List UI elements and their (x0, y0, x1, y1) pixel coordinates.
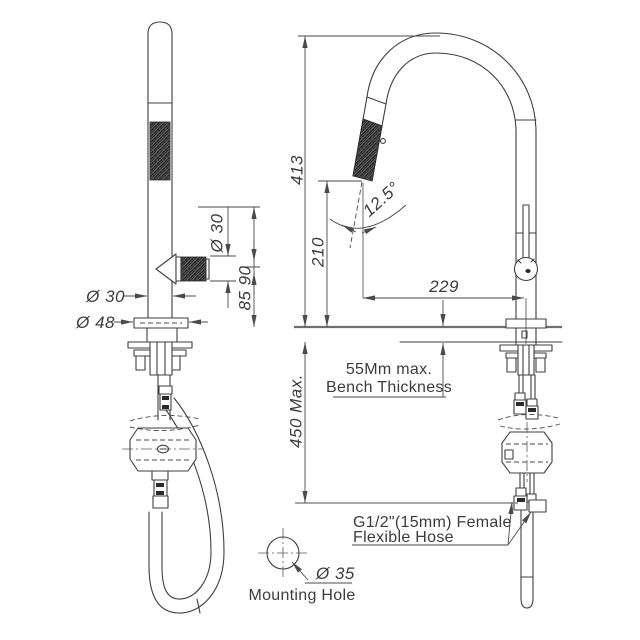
note-bench-thickness: 55Mm max. Bench Thickness (326, 300, 452, 398)
dim-spout-reach-label: 229 (428, 277, 459, 296)
hose-weight-front (122, 414, 204, 472)
front-view: Ø 30 Ø 48 Ø 30 85 90 (75, 21, 260, 614)
base-flange-front (133, 317, 189, 329)
note-flexible-hose: G1/2"(15mm) Female Flexible Hose (352, 501, 532, 546)
spray-wand (352, 96, 387, 182)
dim-overall-height-label: 413 (287, 155, 306, 185)
dim-spray-angle: 12.5° (329, 178, 407, 298)
dim-body-diameter-label: Ø 30 (85, 287, 125, 306)
faucet-body-front (147, 21, 173, 319)
dim-handle-heights-label: 85 90 (235, 265, 254, 310)
note-bench-line2: Bench Thickness (326, 379, 452, 396)
dim-body-diameter: Ø 30 (85, 287, 196, 306)
dim-spray-angle-label: 12.5° (359, 178, 403, 220)
hose-connector-front (151, 470, 169, 509)
spray-knurl (352, 118, 383, 182)
knurled-grip-front (149, 121, 171, 181)
mounting-hole-label: Mounting Hole (248, 587, 355, 604)
mounting-hole-detail: Ø 35 Mounting Hole (248, 528, 355, 604)
dim-outlet-height-label: 210 (308, 237, 327, 268)
handle-knurl-front (180, 256, 207, 282)
flexible-hose-side (513, 472, 547, 609)
dim-overall-height: 413 (287, 35, 440, 327)
dim-under-bench: 450 Max. (286, 342, 518, 504)
side-view: 413 210 12.5° 229 450 Max. (286, 32, 563, 609)
hose-loop-outer (148, 397, 225, 614)
dim-mounting-hole-label: Ø 35 (315, 564, 355, 583)
base-flange-side (505, 298, 547, 344)
dim-outlet-height: 210 (308, 180, 362, 327)
spray-button (380, 138, 386, 144)
mounting-hardware-side (499, 327, 553, 376)
dim-handle-diameter-label: Ø 30 (207, 214, 226, 254)
mounting-hardware-front (127, 327, 193, 376)
dim-base-diameter: Ø 48 (75, 313, 208, 332)
gooseneck-spout (366, 32, 537, 320)
handle-front (155, 253, 210, 285)
lever-handle-side (513, 204, 539, 282)
dim-base-diameter-label: Ø 48 (75, 313, 115, 332)
hoses-side (513, 374, 539, 420)
dim-handle-heights: 85 90 (198, 206, 260, 327)
dim-spout-reach: 229 (363, 277, 524, 301)
note-hose-line1: G1/2"(15mm) Female (353, 514, 512, 531)
note-bench-line1: 55Mm max. (346, 361, 432, 378)
hose-weight-side (497, 414, 561, 482)
note-hose-line2: Flexible Hose (353, 529, 454, 546)
dim-under-bench-label: 450 Max. (286, 374, 305, 448)
dim-handle-diameter: Ø 30 (207, 207, 236, 308)
